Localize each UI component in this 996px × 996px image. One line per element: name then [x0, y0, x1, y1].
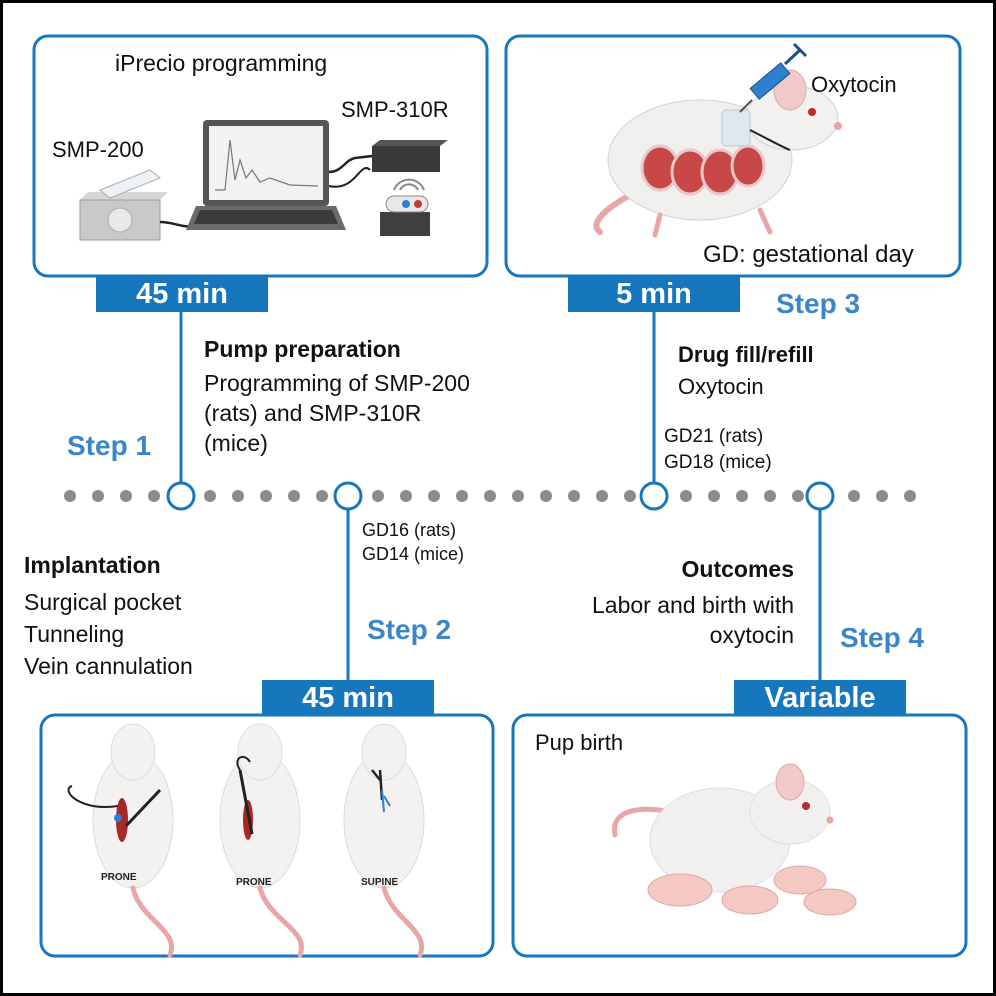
step3-heading: Drug fill/refill [678, 342, 814, 367]
timeline-dot [92, 490, 104, 502]
step2-timing-line: GD16 (rats) [362, 520, 457, 540]
step4-line: oxytocin [709, 622, 794, 648]
step3-timing: GD21 (rats) GD18 (mice) [664, 424, 772, 476]
timeline-dot [568, 490, 580, 502]
step1-time-badge: 45 min [96, 276, 268, 312]
step4-line: Labor and birth with [591, 592, 794, 618]
timeline-dot [680, 490, 692, 502]
timeline-dot [316, 490, 328, 502]
gestational-day-footnote: GD: gestational day [703, 241, 914, 268]
rat-prone-2-illustration [219, 723, 304, 958]
step1-line: (rats) and SMP-310R [204, 400, 422, 426]
step2-line: Surgical pocket [24, 589, 182, 615]
smp-310r-illustration [328, 140, 448, 236]
step4-label: Step 4 [840, 622, 925, 653]
step3-timing-line: GD18 (mice) [664, 452, 772, 473]
laptop-illustration [186, 120, 346, 230]
timeline-dot [764, 490, 776, 502]
step2-line: Vein cannulation [24, 653, 193, 679]
device-smp-200-label: SMP-200 [52, 137, 144, 162]
step1-label: Step 1 [67, 430, 152, 461]
timeline-dot [848, 490, 860, 502]
timeline-dot [400, 490, 412, 502]
step2-line: Tunneling [24, 621, 125, 647]
step4-description: Labor and birth with oxytocin [592, 590, 794, 650]
step3-time-badge: 5 min [568, 276, 740, 312]
timeline-dot [624, 490, 636, 502]
timeline-dot [708, 490, 720, 502]
timeline-dot [372, 490, 384, 502]
timeline-dot [456, 490, 468, 502]
timeline-dot [288, 490, 300, 502]
timeline-dot [260, 490, 272, 502]
step2-timing-line: GD14 (mice) [362, 544, 465, 564]
timeline-dot [428, 490, 440, 502]
timeline-dot [120, 490, 132, 502]
step2-timing: GD16 (rats) GD14 (mice) [362, 518, 464, 566]
device-smp-310r-label: SMP-310R [341, 97, 449, 122]
timeline-node-step1 [166, 481, 196, 511]
position-label-1: PRONE [101, 872, 137, 883]
timeline-dot [792, 490, 804, 502]
position-label-3: SUPINE [361, 877, 399, 888]
programming-panel-title: iPrecio programming [115, 50, 328, 76]
mouse-with-pups-illustration [612, 763, 857, 916]
position-label-2: PRONE [236, 877, 272, 888]
timeline-dot [596, 490, 608, 502]
rat-supine-illustration [343, 723, 425, 958]
step4-heading: Outcomes [681, 556, 794, 582]
timeline-dot [232, 490, 244, 502]
timeline-dot [876, 490, 888, 502]
syringe-icon [739, 42, 808, 113]
step3-drug: Oxytocin [678, 374, 764, 399]
timeline-dot [512, 490, 524, 502]
step2-description: Surgical pocket Tunneling Vein cannulati… [24, 586, 193, 682]
step3-timing-line: GD21 (rats) [664, 426, 764, 447]
step2-heading: Implantation [24, 552, 161, 578]
step3-label: Step 3 [776, 288, 861, 319]
timeline-dot [64, 490, 76, 502]
step2-label: Step 2 [367, 614, 452, 645]
timeline-node-step3 [639, 481, 669, 511]
timeline-dot [148, 490, 160, 502]
timeline-dot [736, 490, 748, 502]
timeline-dot [540, 490, 552, 502]
timeline-node-step4 [805, 481, 835, 511]
step1-line: Programming of SMP-200 [204, 370, 470, 396]
timeline [64, 490, 916, 502]
step4-time-badge: Variable [734, 680, 906, 716]
step1-line: (mice) [204, 430, 268, 456]
oxytocin-label: Oxytocin [811, 72, 897, 97]
smp-200-pump-illustration [79, 169, 197, 241]
timeline-dot [904, 490, 916, 502]
timeline-dot [204, 490, 216, 502]
step1-heading: Pump preparation [204, 336, 401, 362]
step2-time-badge: 45 min [262, 680, 434, 716]
timeline-dot [484, 490, 496, 502]
rat-prone-1-illustration [67, 723, 175, 958]
step1-description: Programming of SMP-200 (rats) and SMP-31… [204, 368, 470, 458]
timeline-node-step2 [333, 481, 363, 511]
birth-panel-title: Pup birth [535, 730, 624, 755]
